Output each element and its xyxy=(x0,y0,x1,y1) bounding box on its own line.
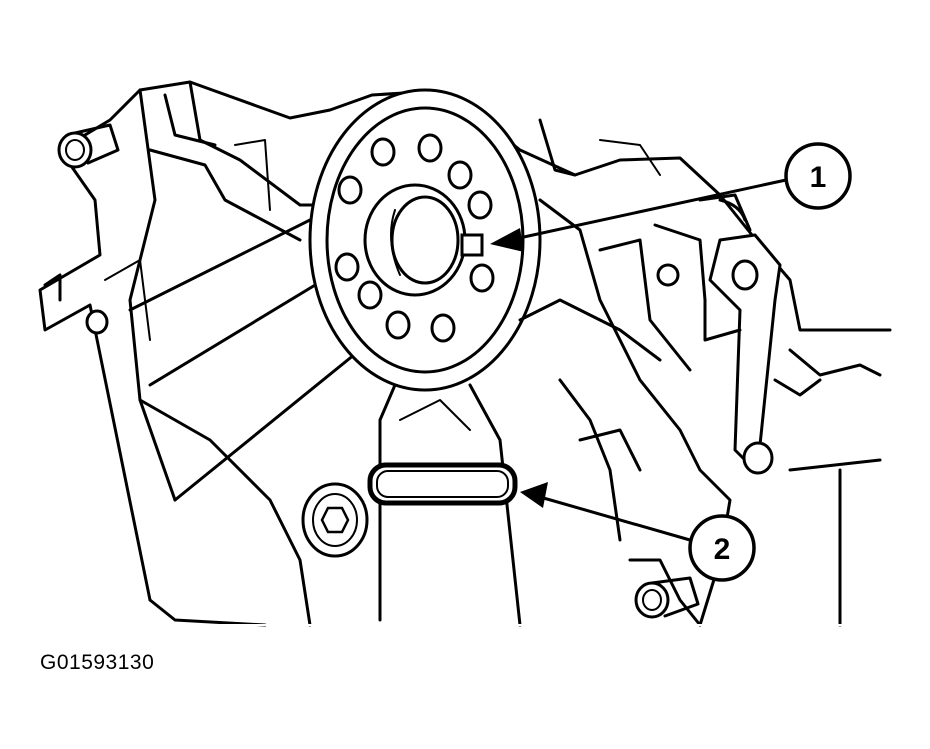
figure-id-label: G01593130 xyxy=(40,651,155,674)
callout-1-label: 1 xyxy=(810,161,827,194)
callout-2: 2 xyxy=(520,482,756,582)
tensioner-bracket xyxy=(598,193,782,475)
alignment-marker xyxy=(460,233,484,257)
callout-2-arrowhead xyxy=(520,482,548,508)
callout-2-label: 2 xyxy=(714,533,731,566)
left-mount-hole xyxy=(85,309,109,335)
callout-2-circle xyxy=(688,514,756,582)
callout-1: 1 xyxy=(490,142,852,252)
seal-bolt-holes xyxy=(334,133,495,343)
drain-plug xyxy=(301,482,369,558)
left-dowel-boss xyxy=(57,123,120,169)
callout-1-circle xyxy=(784,142,852,210)
lower-right-dowel-boss xyxy=(634,576,700,619)
crankshaft-bore xyxy=(363,183,467,297)
callout-1-arrowhead xyxy=(490,228,524,252)
oval-seal-gasket xyxy=(367,462,518,506)
